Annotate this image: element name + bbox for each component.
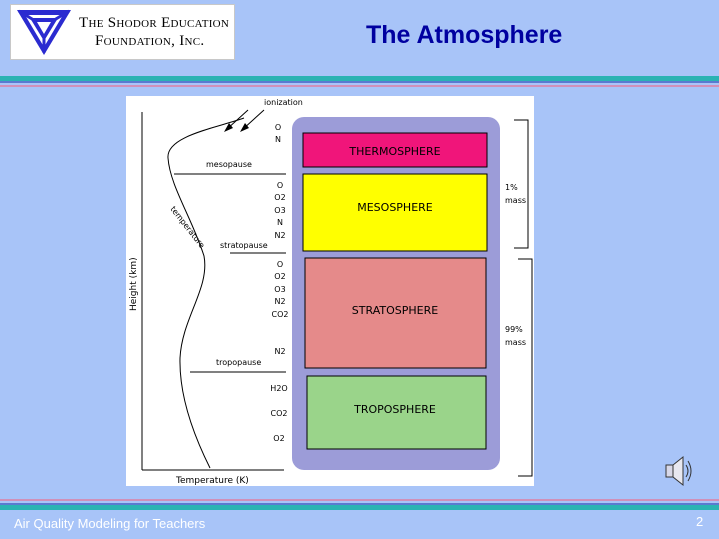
top-band-pink <box>0 85 719 87</box>
mass-bracket-upper <box>514 119 529 249</box>
logo-line-1: The Shodor Education <box>79 15 230 31</box>
slide-title: The Atmosphere <box>366 21 563 49</box>
layer-stratosphere <box>304 257 487 369</box>
gas-label: O3 <box>274 285 285 294</box>
gases-thermosphere: O N <box>275 123 281 144</box>
gas-label: O2 <box>273 434 284 443</box>
gas-label: N <box>277 218 283 227</box>
layer-label-thermosphere: THERMOSPHERE <box>348 145 440 158</box>
page-number: 2 <box>696 514 704 529</box>
top-band-teal <box>0 76 719 81</box>
gas-label: N2 <box>274 231 285 240</box>
ionization-label: ionization <box>264 98 303 107</box>
curve-label: temperature <box>168 205 206 250</box>
gas-label: N <box>275 135 281 144</box>
mass-lower-value: 99% <box>505 325 523 334</box>
mass-bracket-lower <box>518 258 533 477</box>
gas-label: O <box>277 260 283 269</box>
speaker-icon[interactable] <box>663 453 693 489</box>
layer-label-stratosphere: STRATOSPHERE <box>352 304 438 317</box>
shodor-logo-icon <box>17 9 71 55</box>
mass-lower-label: mass <box>505 338 526 347</box>
mass-upper-label: mass <box>505 196 526 205</box>
ionization-arrowhead-1 <box>224 123 233 132</box>
gases-troposphere: H2O CO2 O2 <box>270 384 287 443</box>
bottom-band-pink <box>0 499 719 501</box>
gas-label: CO2 <box>272 310 289 319</box>
atmosphere-diagram: Height (km) Temperature (K) temperature … <box>126 96 534 486</box>
gas-label: O2 <box>274 272 285 281</box>
layer-label-mesosphere: MESOSPHERE <box>357 201 433 214</box>
bottom-band-blue <box>0 503 719 505</box>
gas-label: O <box>275 123 281 132</box>
gas-label: CO2 <box>271 409 288 418</box>
gases-stratosphere: O O2 O3 N2 CO2 N2 <box>272 260 289 356</box>
mesopause-label: mesopause <box>206 160 252 169</box>
mass-upper-value: 1% <box>505 183 518 192</box>
stratopause-label: stratopause <box>220 241 268 250</box>
footer-text: Air Quality Modeling for Teachers <box>14 516 206 531</box>
gas-label: O3 <box>274 206 285 215</box>
shodor-logo: The Shodor Education Foundation, Inc. <box>10 4 235 60</box>
atmosphere-diagram-svg: Height (km) Temperature (K) temperature … <box>129 98 533 486</box>
gases-mesosphere: O O2 O3 N N2 <box>274 181 285 240</box>
logo-line-2: Foundation, Inc. <box>95 33 205 49</box>
y-axis-label: Height (km) <box>129 257 139 311</box>
layer-troposphere <box>306 375 487 450</box>
gas-label: O2 <box>274 193 285 202</box>
ionization-arrowhead-2 <box>240 123 249 132</box>
gas-label: N2 <box>274 347 285 356</box>
gas-label: N2 <box>274 297 285 306</box>
tropopause-label: tropopause <box>216 358 261 367</box>
layer-mesosphere <box>302 173 488 252</box>
gas-label: O <box>277 181 283 190</box>
layer-label-troposphere: TROPOSPHERE <box>353 403 436 416</box>
temperature-curve <box>167 117 245 469</box>
layer-thermosphere <box>302 132 488 168</box>
bottom-band-teal <box>0 505 719 510</box>
gas-label: H2O <box>270 384 287 393</box>
x-axis-label: Temperature (K) <box>175 476 249 486</box>
top-band-blue <box>0 81 719 83</box>
